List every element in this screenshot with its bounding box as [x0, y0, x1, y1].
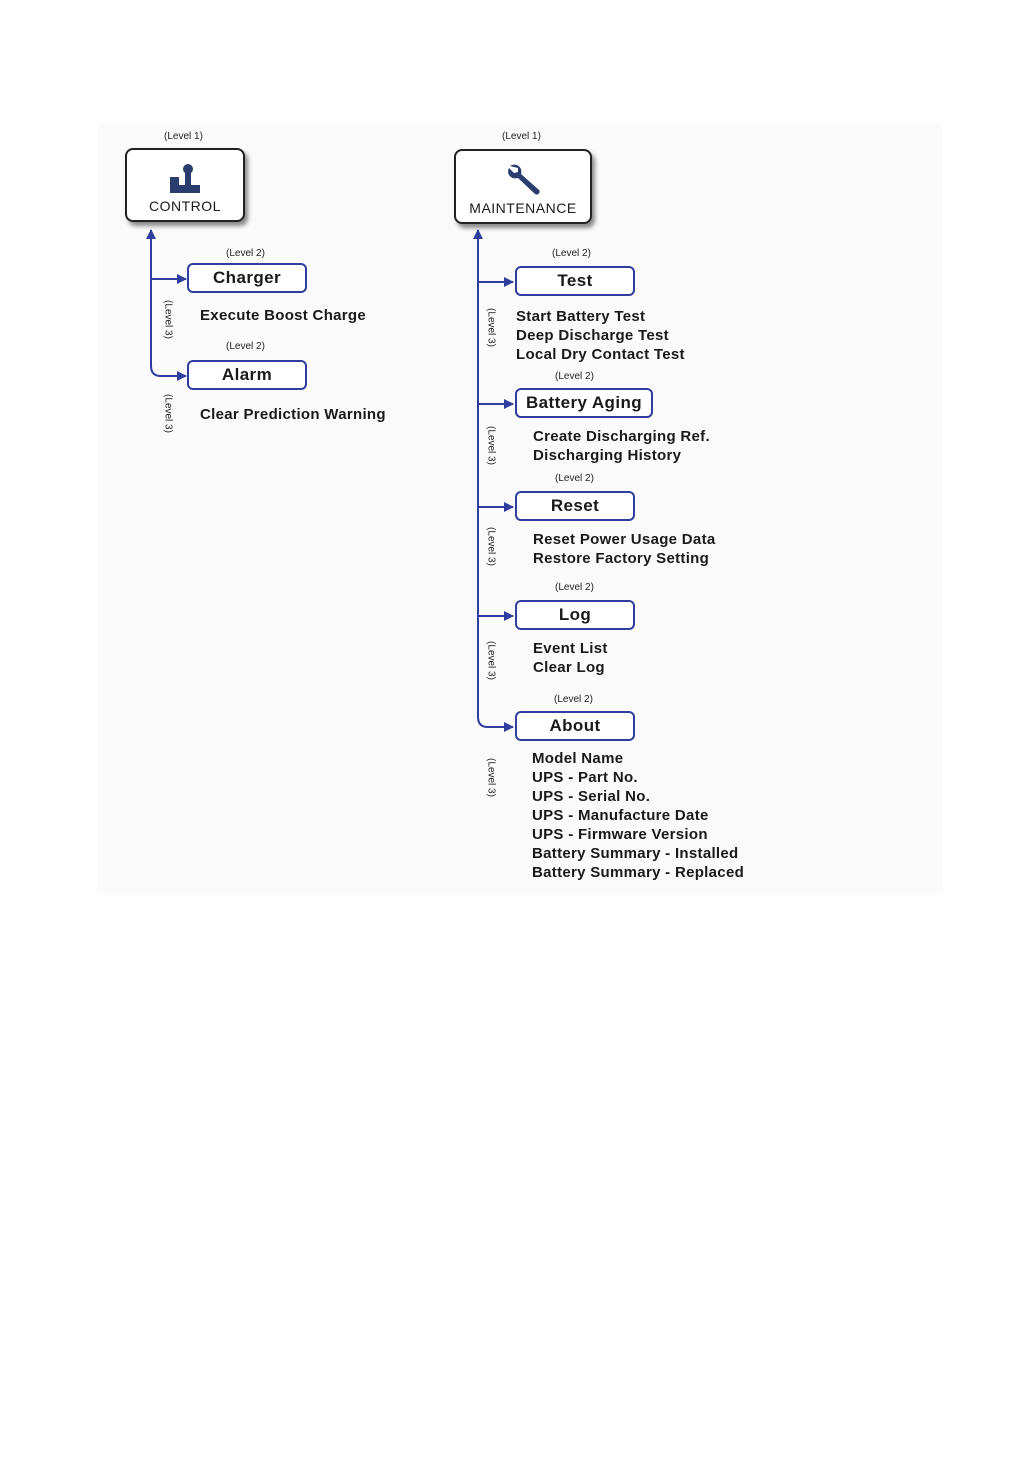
menu-item-clear-prediction-warning[interactable]: Clear Prediction Warning — [200, 406, 386, 423]
menu-item-deep-discharge-test[interactable]: Deep Discharge Test — [516, 327, 669, 344]
level3-tag: (Level 3) — [485, 308, 497, 347]
menu-item-ups-firmware-version[interactable]: UPS - Firmware Version — [532, 826, 708, 843]
maintenance-level1-box[interactable]: MAINTENANCE — [454, 149, 592, 224]
control-level1-box[interactable]: CONTROL — [125, 148, 245, 222]
maintenance-title: MAINTENANCE — [469, 200, 577, 216]
menu-item-discharging-history[interactable]: Discharging History — [533, 447, 682, 464]
level2-tag: (Level 2) — [554, 694, 593, 705]
menu-item-local-dry-contact-test[interactable]: Local Dry Contact Test — [516, 346, 685, 363]
about-button[interactable]: About — [515, 711, 635, 741]
menu-item-ups-serial-no[interactable]: UPS - Serial No. — [532, 788, 651, 805]
level1-tag: (Level 1) — [164, 131, 203, 142]
test-children: Start Battery Test Deep Discharge Test L… — [516, 307, 685, 364]
control-branch-alarm — [150, 365, 187, 381]
control-title: CONTROL — [149, 198, 221, 214]
level3-tag: (Level 3) — [485, 758, 497, 797]
battery-aging-button[interactable]: Battery Aging — [515, 388, 653, 418]
alarm-button[interactable]: Alarm — [187, 360, 307, 390]
battery-aging-children: Create Discharging Ref. Discharging Hist… — [533, 427, 710, 465]
level2-tag: (Level 2) — [555, 473, 594, 484]
level2-tag: (Level 2) — [555, 371, 594, 382]
menu-item-battery-summary-replaced[interactable]: Battery Summary - Replaced — [532, 864, 745, 881]
charger-children: Execute Boost Charge — [200, 306, 366, 325]
maintenance-branch-about — [477, 716, 514, 732]
about-children: Model Name UPS - Part No. UPS - Serial N… — [532, 749, 744, 882]
charger-button[interactable]: Charger — [187, 263, 307, 293]
level1-tag: (Level 1) — [502, 131, 541, 142]
joystick-icon — [170, 164, 200, 193]
menu-item-ups-manufacture-date[interactable]: UPS - Manufacture Date — [532, 807, 709, 824]
level2-tag: (Level 2) — [552, 248, 591, 259]
level3-tag: (Level 3) — [162, 300, 174, 339]
level3-tag: (Level 3) — [485, 527, 497, 566]
level2-tag: (Level 2) — [555, 582, 594, 593]
menu-item-ups-part-no[interactable]: UPS - Part No. — [532, 769, 638, 786]
menu-item-model-name[interactable]: Model Name — [532, 750, 624, 767]
menu-item-battery-summary-installed[interactable]: Battery Summary - Installed — [532, 845, 739, 862]
level3-tag: (Level 3) — [485, 426, 497, 465]
menu-item-start-battery-test[interactable]: Start Battery Test — [516, 308, 646, 325]
menu-item-execute-boost-charge[interactable]: Execute Boost Charge — [200, 307, 367, 324]
reset-button[interactable]: Reset — [515, 491, 635, 521]
level2-tag: (Level 2) — [226, 341, 265, 352]
log-children: Event List Clear Log — [533, 639, 608, 677]
menu-item-restore-factory-setting[interactable]: Restore Factory Setting — [533, 550, 710, 567]
wrench-icon — [508, 164, 540, 195]
level3-tag: (Level 3) — [485, 641, 497, 680]
test-button[interactable]: Test — [515, 266, 635, 296]
level3-tag: (Level 3) — [162, 394, 174, 433]
menu-item-create-discharging-ref[interactable]: Create Discharging Ref. — [533, 428, 710, 445]
menu-item-clear-log[interactable]: Clear Log — [533, 659, 605, 676]
level2-tag: (Level 2) — [226, 248, 265, 259]
menu-item-event-list[interactable]: Event List — [533, 640, 608, 657]
reset-children: Reset Power Usage Data Restore Factory S… — [533, 530, 716, 568]
alarm-children: Clear Prediction Warning — [200, 405, 386, 424]
log-button[interactable]: Log — [515, 600, 635, 630]
menu-item-reset-power-usage-data[interactable]: Reset Power Usage Data — [533, 531, 716, 548]
